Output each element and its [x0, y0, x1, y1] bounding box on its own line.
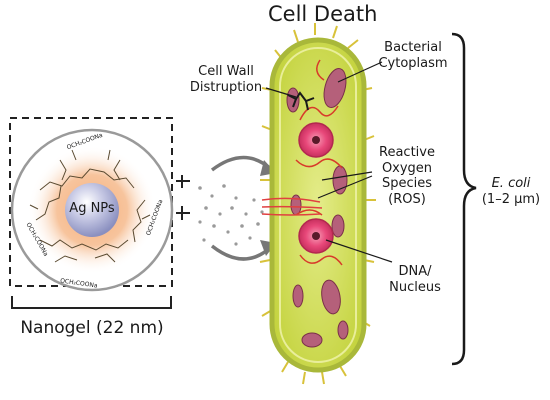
leader-ros-1 [321, 171, 373, 181]
released-particles [198, 184, 264, 246]
leader-lines [265, 61, 393, 263]
dna-label: DNA/ Nucleus [389, 264, 441, 295]
ag-np-label: Ag NPs [69, 201, 115, 216]
polymer-network [29, 149, 151, 263]
leader-cell-wall [265, 87, 297, 98]
bacterial-pili [259, 23, 376, 385]
leader-ros-2 [317, 175, 373, 199]
ros-beams [261, 197, 323, 216]
cell-death-title: Cell Death [268, 2, 378, 26]
nanogel-bracket [11, 296, 172, 309]
release-marker-top [176, 175, 190, 188]
dna-strands [295, 59, 343, 266]
release-marker-bottom [176, 206, 190, 220]
leader-cytoplasm [337, 61, 383, 83]
ecoli-bracket [451, 32, 477, 366]
bacterium-inner-membrane [279, 47, 357, 363]
bacterium-body [269, 37, 367, 373]
ecoli-size: (1–2 µm) [481, 191, 541, 207]
ecoli-label: E. coli (1–2 µm) [476, 176, 546, 207]
nanogel-label: Nanogel (22 nm) [20, 318, 164, 338]
ecoli-name: E. coli [491, 176, 531, 191]
leader-dna [325, 239, 393, 263]
ros-label: Reactive Oxygen Species (ROS) [379, 145, 435, 207]
cytoplasm-label: Bacterial Cytoplasm [378, 40, 448, 71]
cytoplasm-organelles [286, 68, 349, 348]
ag-nanoparticle-core [65, 183, 119, 237]
cell-wall-label: Cell Wall Distruption [189, 64, 263, 95]
cell-wall-crack [287, 91, 315, 111]
